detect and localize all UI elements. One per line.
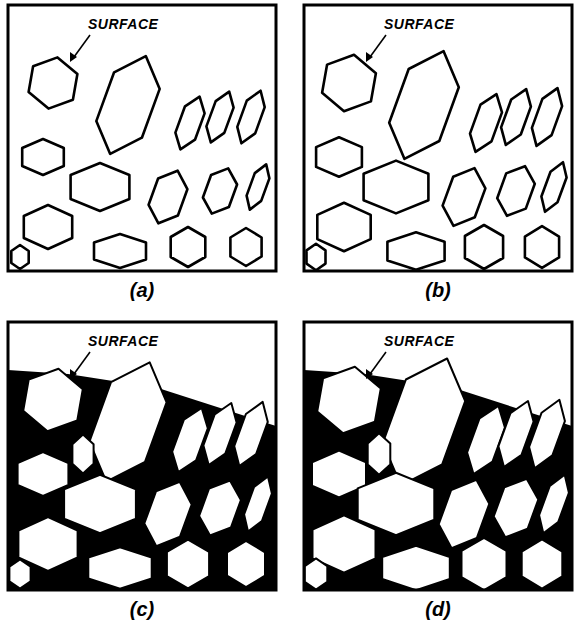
panel-caption: (a): [130, 280, 154, 300]
grain: [465, 225, 503, 269]
grain: [439, 480, 490, 548]
grain-structure: [304, 359, 572, 591]
grain: [494, 479, 539, 538]
grain: [522, 539, 563, 588]
grain: [316, 137, 362, 177]
grain: [244, 477, 272, 532]
grain: [383, 359, 465, 486]
grain: [149, 171, 188, 224]
grain: [64, 475, 136, 534]
grain: [88, 547, 151, 588]
grain: [11, 245, 28, 269]
grain: [18, 517, 77, 571]
grain: [227, 541, 265, 587]
grain: [307, 244, 326, 270]
grain: [470, 94, 502, 152]
grain: [322, 55, 376, 111]
grain: [443, 168, 486, 226]
grain: [525, 226, 559, 268]
grain: [167, 540, 209, 589]
surface-label: SURFACE: [88, 334, 158, 348]
grain-structure: [11, 56, 269, 269]
grain: [368, 433, 391, 475]
grain: [72, 435, 93, 474]
surface-label: SURFACE: [88, 17, 158, 31]
grain: [96, 56, 159, 154]
grain: [305, 558, 328, 589]
grain: [172, 408, 208, 472]
grain: [175, 97, 204, 150]
grain: [199, 481, 241, 536]
grain: [529, 400, 565, 468]
grain: [247, 164, 270, 209]
surface-label: SURFACE: [384, 334, 454, 348]
panel-drawing: [8, 5, 276, 271]
arrowhead: [70, 369, 77, 379]
grain: [18, 452, 69, 496]
grain: [539, 475, 569, 534]
grain: [203, 403, 236, 465]
grain: [462, 538, 507, 590]
arrowhead: [366, 369, 373, 379]
leader-line: [370, 352, 386, 374]
surface-label: SURFACE: [384, 17, 454, 31]
grain: [501, 89, 531, 145]
panel-drawing: [304, 322, 572, 590]
leader-line: [74, 352, 90, 374]
grain: [94, 234, 146, 268]
leader-line: [74, 35, 90, 57]
panel-caption: (c): [130, 599, 154, 619]
grain-structure: [307, 51, 567, 270]
grain: [497, 166, 535, 216]
grain: [382, 546, 450, 590]
grain: [171, 227, 206, 267]
grain: [89, 362, 166, 481]
grain: [29, 57, 78, 108]
grain: [203, 168, 237, 213]
grain: [24, 205, 72, 249]
arrowhead: [366, 52, 373, 62]
grain: [230, 228, 261, 266]
leader-line: [370, 35, 386, 57]
grain: [317, 203, 370, 251]
panel-caption: (b): [425, 280, 451, 300]
arrowhead: [70, 52, 77, 62]
grain: [532, 88, 562, 146]
panel-drawing: [304, 5, 572, 271]
grain: [364, 161, 429, 214]
grain: [237, 91, 264, 144]
grain: [389, 51, 459, 159]
panel-border: [304, 5, 572, 271]
grain: [541, 162, 566, 212]
panel-border: [304, 322, 572, 590]
panel-caption: (d): [425, 599, 451, 619]
grain: [23, 369, 83, 431]
grain: [387, 232, 444, 269]
grain: [9, 559, 30, 588]
grain: [498, 401, 533, 467]
grain: [467, 406, 505, 474]
grain: [234, 402, 268, 466]
panel-border: [8, 322, 276, 590]
panel-drawing: [8, 322, 276, 590]
grain: [206, 92, 233, 143]
grain: [22, 139, 64, 175]
grain: [71, 163, 130, 211]
grain: [317, 367, 381, 434]
grain-structure: [8, 362, 276, 590]
panel-border: [8, 5, 276, 271]
grain: [144, 482, 191, 546]
